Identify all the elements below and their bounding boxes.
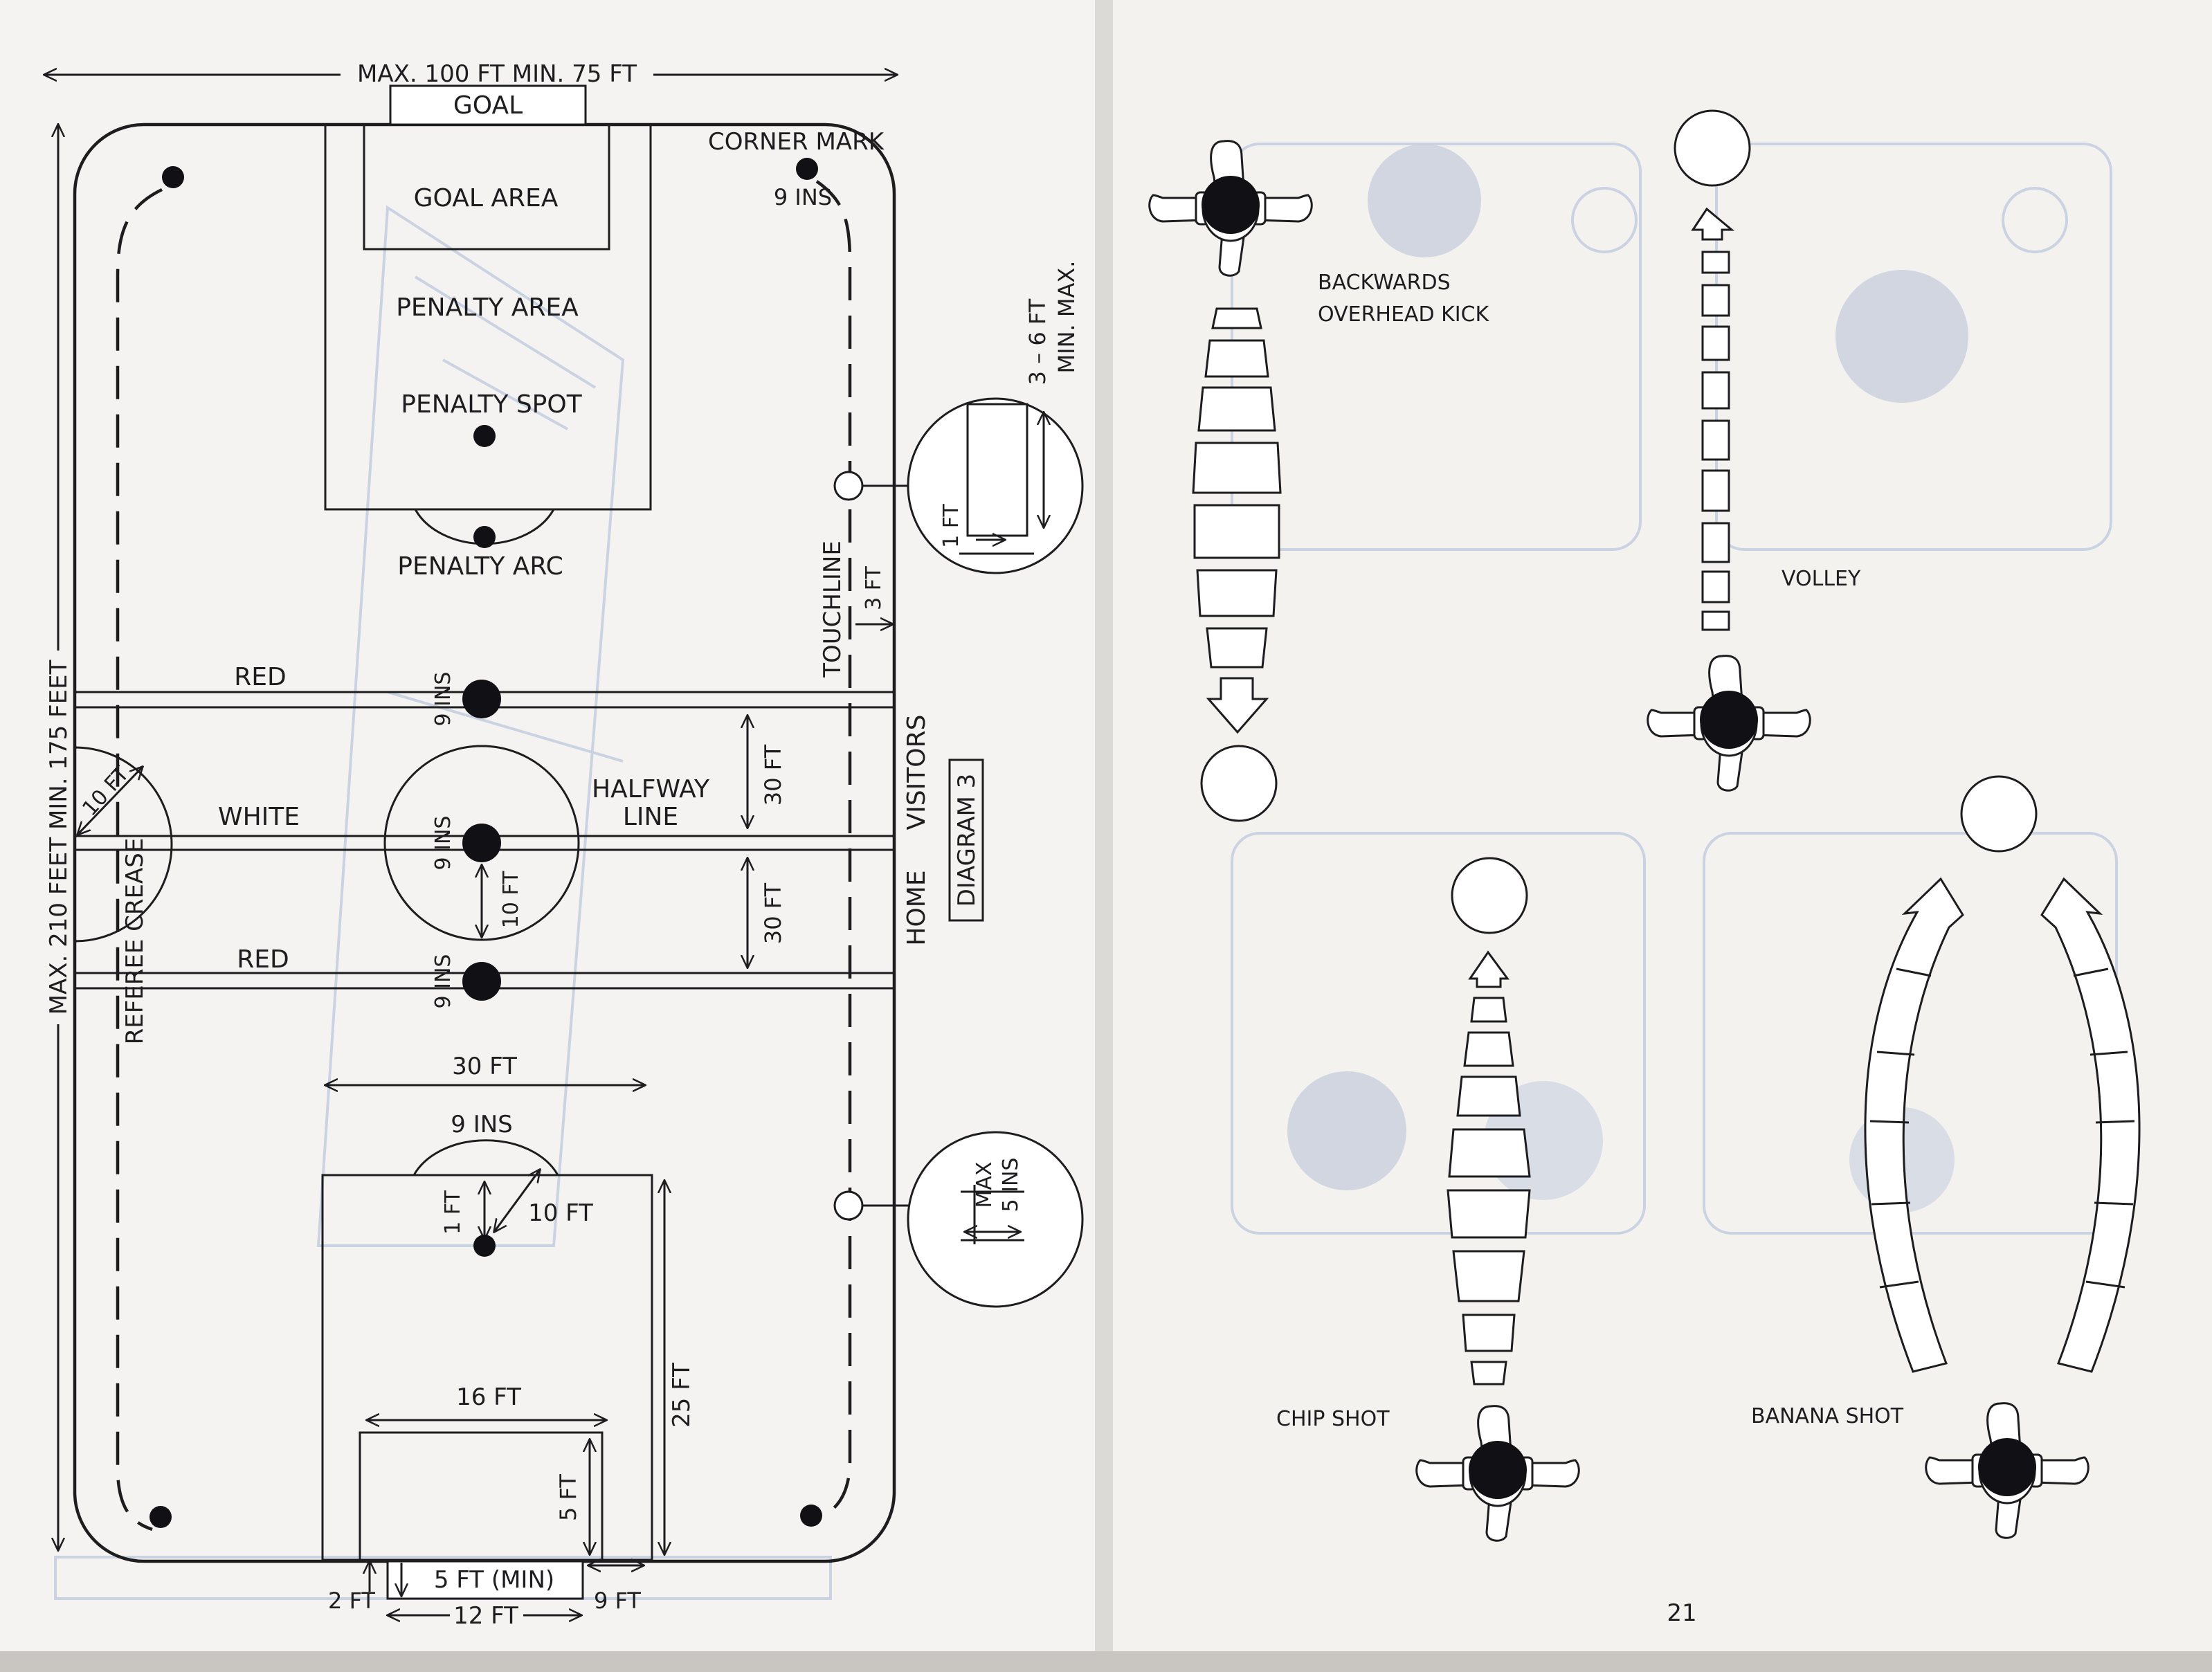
target-ball-backwards bbox=[1200, 745, 1278, 822]
penalty-spot-top bbox=[473, 425, 496, 447]
goal-post-marker-top bbox=[833, 471, 864, 501]
goal-area-top bbox=[363, 123, 610, 251]
depth-25ft-label: 25 FT bbox=[668, 1363, 696, 1428]
halfway-line-1: HALFWAY bbox=[592, 775, 710, 803]
chip-shot: CHIP SHOT bbox=[1276, 857, 1580, 1542]
width-30ft-label: 30 FT bbox=[452, 1053, 517, 1080]
white-label: WHITE bbox=[218, 803, 300, 831]
net-minmax-label: MIN. MAX. bbox=[1053, 261, 1080, 374]
dot-red-bottom bbox=[462, 962, 501, 1001]
net-5ins-label: 5 INS bbox=[999, 1158, 1023, 1212]
target-ball-banana bbox=[1960, 775, 2038, 853]
ins-mid-label: 9 INS bbox=[431, 816, 455, 871]
dot-red-top bbox=[462, 680, 501, 718]
corner-mark-tl bbox=[162, 166, 184, 188]
penalty-spot-label: PENALTY SPOT bbox=[401, 390, 582, 419]
banana-curve-left bbox=[1864, 877, 1964, 1373]
referee-crease-label: REFEREE CREASE bbox=[121, 838, 149, 1045]
center-10ft-label: 10 FT bbox=[499, 871, 523, 928]
goal-post-marker-bottom bbox=[833, 1190, 864, 1221]
dashed-line-right bbox=[815, 180, 852, 1517]
corner-mark-label: CORNER MARK bbox=[708, 128, 885, 156]
ins-bot-label: 9 INS bbox=[431, 954, 455, 1009]
red-bottom-label: RED bbox=[237, 945, 289, 974]
gap-30ft-bottom-label: 30 FT bbox=[760, 882, 786, 944]
dashed-line-left bbox=[116, 188, 163, 1532]
banana-shot: BANANA SHOT bbox=[1751, 775, 2141, 1539]
dot-center bbox=[462, 824, 501, 862]
net-detail-top bbox=[907, 397, 1084, 574]
volley-label: VOLLEY bbox=[1782, 567, 1861, 591]
arc-10ft-arrow bbox=[494, 1170, 540, 1232]
touchline-3ft-label: 3 FT bbox=[862, 565, 886, 610]
goal-5ft-min-label: 5 FT (MIN) bbox=[434, 1566, 554, 1594]
path-segments-backwards bbox=[1192, 307, 1282, 734]
length-label: MAX. 210 FEET MIN. 175 FEET bbox=[45, 660, 73, 1015]
goal-area-label: GOAL AREA bbox=[414, 184, 559, 212]
arc-10ft-label: 10 FT bbox=[528, 1199, 593, 1227]
corner-mark-br bbox=[800, 1505, 822, 1527]
penalty-area-bottom bbox=[321, 1174, 653, 1561]
penalty-arc-dot bbox=[473, 526, 496, 548]
arc-9ins-label: 9 INS bbox=[451, 1111, 512, 1138]
halfway-line-2: LINE bbox=[623, 803, 678, 831]
page-number: 21 bbox=[1667, 1599, 1696, 1627]
center-circle bbox=[383, 745, 580, 941]
red-top-label: RED bbox=[234, 663, 286, 691]
pitch-diagram: MAX. 100 FT MIN. 75 FT MAX. 210 FEET MIN… bbox=[44, 60, 1084, 1630]
visitors-label: VISITORS bbox=[903, 715, 931, 830]
net-height-label: 3 – 6 FT bbox=[1024, 298, 1051, 385]
banana-curve-right bbox=[2040, 877, 2141, 1373]
goal-bottom bbox=[386, 1560, 584, 1600]
shot-diagrams: BACKWARDS OVERHEAD KICK bbox=[1148, 109, 2141, 1627]
net-max-label: MAX bbox=[972, 1162, 997, 1208]
goal-area-5ft-label: 5 FT bbox=[555, 1474, 581, 1521]
penalty-area-label: PENALTY AREA bbox=[396, 293, 579, 322]
penalty-arc-label: PENALTY ARC bbox=[397, 552, 563, 581]
spot-1ft-label: 1 FT bbox=[441, 1190, 465, 1234]
crease-10ft-arrow bbox=[78, 767, 143, 835]
corner-9ins-label: 9 INS bbox=[774, 184, 832, 210]
target-ball-volley bbox=[1674, 109, 1751, 187]
referee-crease bbox=[74, 746, 173, 943]
diagram-box bbox=[948, 758, 984, 922]
backwards-overhead-shot: BACKWARDS OVERHEAD KICK bbox=[1148, 140, 1490, 822]
touchline-label: TOUCHLINE bbox=[819, 540, 846, 678]
volley-shot: VOLLEY bbox=[1647, 109, 1861, 792]
target-ball-chip bbox=[1451, 857, 1528, 934]
goal-label: GOAL bbox=[453, 91, 523, 120]
corner-mark-bl bbox=[149, 1506, 172, 1528]
backwards-label-1: BACKWARDS bbox=[1318, 271, 1451, 295]
width-label: MAX. 100 FT MIN. 75 FT bbox=[357, 60, 637, 88]
gap-30ft-top-label: 30 FT bbox=[760, 744, 786, 806]
goal-top bbox=[389, 84, 587, 126]
net-detail-bottom bbox=[907, 1131, 1084, 1308]
ins-top-label: 9 INS bbox=[431, 672, 455, 727]
path-segments-chip bbox=[1447, 997, 1531, 1385]
post-9ft-label: 9 FT bbox=[594, 1588, 641, 1614]
corner-mark-tr bbox=[796, 158, 818, 180]
goal-12ft-label: 12 FT bbox=[453, 1602, 518, 1630]
path-segments-volley bbox=[1701, 251, 1730, 631]
home-label: HOME bbox=[903, 870, 931, 945]
chip-shot-label: CHIP SHOT bbox=[1276, 1407, 1390, 1431]
backwards-label-2: OVERHEAD KICK bbox=[1318, 302, 1490, 327]
post-2ft-label: 2 FT bbox=[328, 1588, 375, 1614]
goal-area-16ft-label: 16 FT bbox=[456, 1383, 521, 1411]
net-1ft-label: 1 FT bbox=[939, 503, 963, 547]
penalty-arc-bottom bbox=[413, 1139, 559, 1176]
penalty-spot-bottom bbox=[473, 1235, 496, 1257]
diagram-label: DIAGRAM 3 bbox=[953, 774, 981, 907]
banana-shot-label: BANANA SHOT bbox=[1751, 1404, 1904, 1428]
